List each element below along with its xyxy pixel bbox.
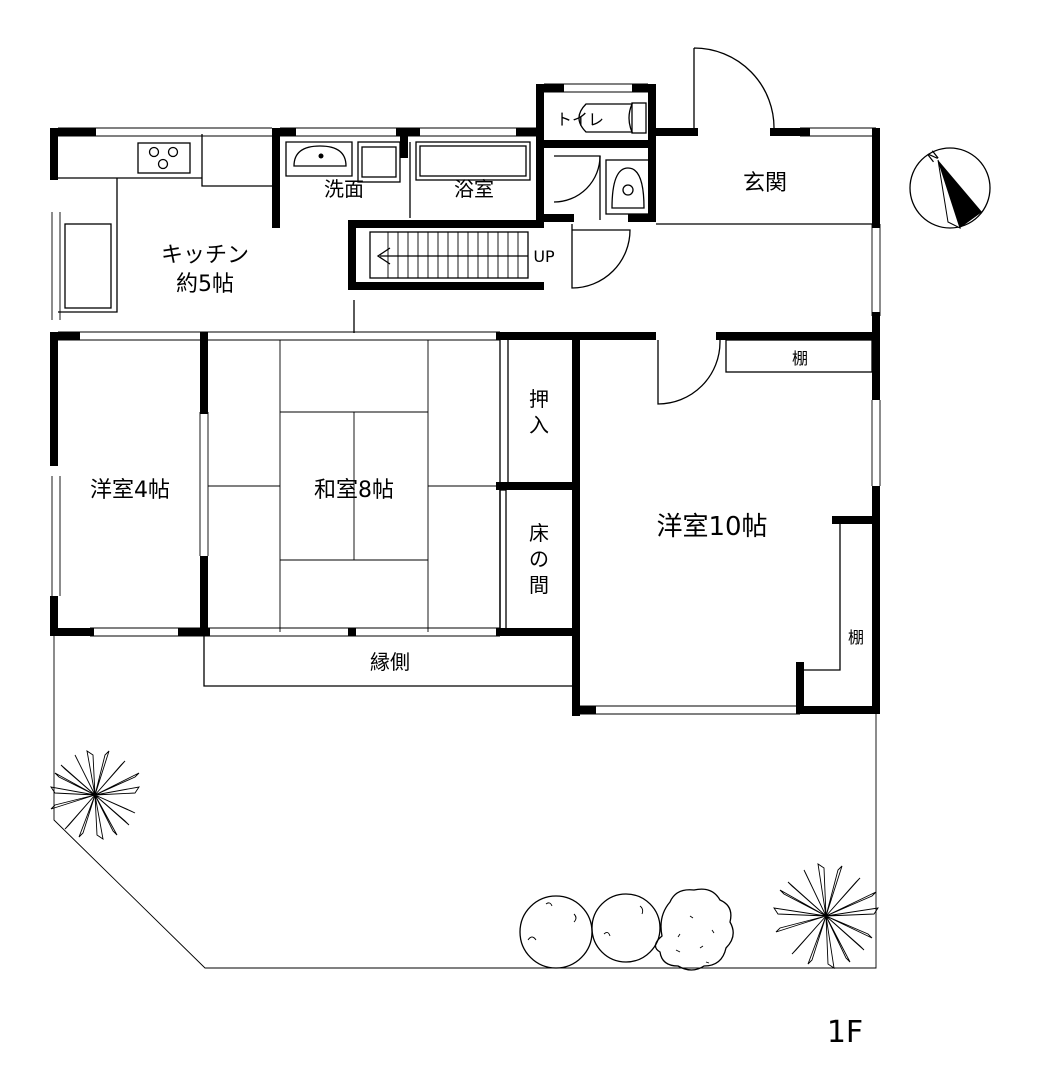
western-room-10-label: 洋室10帖 [656,512,767,542]
stairs [369,231,529,279]
alcove-label-2: の [529,547,549,571]
plant-star-left [50,750,140,840]
floor-level-label: 1F [827,1015,863,1050]
western-room-4-label: 洋室4帖 [90,478,170,503]
shrub-1 [519,895,593,969]
veranda-label: 縁側 [370,650,410,674]
closet-label-2: 入 [529,413,549,437]
washroom-label: 洗面 [324,177,364,201]
bathroom-label: 浴室 [454,177,494,201]
kitchen-label: キッチン [161,243,249,268]
shelf-top-label: 棚 [792,349,808,368]
plant-star-right [773,863,879,969]
shrub-3 [654,888,734,971]
walls [50,84,880,716]
windows [51,83,881,715]
closet-label-1: 押 [529,387,549,411]
japanese-room-8-label: 和室8帖 [314,478,394,503]
toilet-label: トイレ [556,110,604,129]
north-compass-icon: N [909,147,991,229]
site-outline [53,636,877,969]
alcove-label-1: 床 [529,521,549,545]
entrance-label: 玄関 [743,171,787,196]
room-labels: キッチン 約5帖 洗面 浴室 トイレ 玄関 UP 洋室4帖 和室8帖 押 入 床… [90,110,864,674]
interior-lines [58,47,876,687]
stairs-up-label: UP [533,247,555,266]
shelf-right-label: 棚 [848,628,864,647]
alcove-label-3: 間 [529,573,549,597]
kitchen-size-label: 約5帖 [176,272,234,297]
tatami-mats [208,340,500,632]
shrub-2 [591,893,661,963]
